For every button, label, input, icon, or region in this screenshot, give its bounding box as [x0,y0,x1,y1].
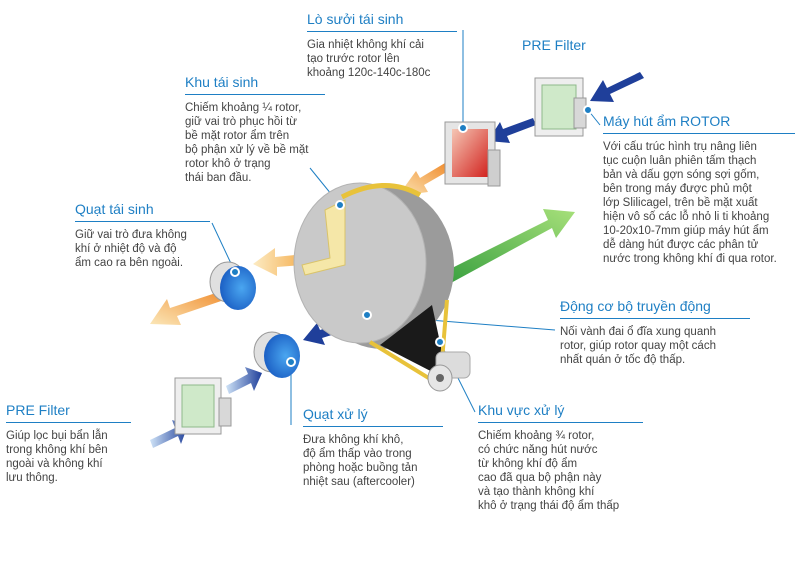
filter-to-fan-arrow [226,367,262,394]
regen-fan-title: Quạt tái sinh [75,201,154,217]
pre-filter-left-rule [6,422,131,423]
regen-fan-annotation: Quạt tái sinh Giữ vai trò đưa không khí … [75,200,210,270]
pre-filter-top-unit [534,77,587,137]
process-zone-body: Chiếm khoảng ¾ rotor, có chức năng hút n… [478,430,620,512]
regen-heater [444,121,501,187]
process-fan-body: Đưa không khí khô, độ ẩm thấp vào trong … [303,434,418,488]
pre-filter-left-annotation: PRE Filter Giúp lọc bụi bẩn lẫn trong kh… [6,401,131,485]
rotor-annotation: Máy hút ẩm ROTOR Với cấu trúc hình trụ n… [603,112,795,266]
regen-zone-annotation: Khu tái sinh Chiếm khoảng ¼ rotor, giữ v… [185,73,325,185]
process-fan-title: Quạt xử lý [303,406,368,422]
heater-annotation: Lò sưởi tái sinh Gia nhiệt không khí cải… [307,10,457,80]
heater-rule [307,31,457,32]
process-fan-unit [253,331,300,378]
regen-zone-title: Khu tái sinh [185,74,259,90]
filter-to-heater-arrow [488,118,536,143]
rotor-body: Với cấu trúc hình trụ nâng liên tục cuộn… [603,141,777,265]
heater-title: Lò sưởi tái sinh [307,11,404,27]
process-fan-rule [303,426,443,427]
regen-fan-body: Giữ vai trò đưa không khí ở nhiệt độ và … [75,229,187,269]
process-zone-rule [478,422,643,423]
pre-filter-left-unit [174,377,232,435]
intake-arrow-top [590,72,644,102]
motor-rule [560,318,750,319]
motor-body: Nối vành đai ổ đĩa xung quanh rotor, giú… [560,326,717,366]
heater-body: Gia nhiệt không khí cải tạo trước rotor … [307,39,431,79]
pre-filter-left-body: Giúp lọc bụi bẩn lẫn trong không khí bên… [6,430,108,484]
pre-filter-top-annotation: PRE Filter [522,36,586,54]
regen-fan-rule [75,221,210,222]
rotor-wheel [293,182,454,349]
pre-filter-left-title: PRE Filter [6,402,70,418]
dry-air-arrow [432,209,575,290]
regen-zone-body: Chiếm khoảng ¼ rotor, giữ vai trò phục h… [185,102,309,184]
process-zone-title: Khu vực xử lý [478,402,565,418]
motor-title: Động cơ bộ truyền động [560,298,711,314]
marker-dots [230,105,593,367]
regen-fan-exhaust-arrow [150,290,230,325]
rotor-title: Máy hút ẩm ROTOR [603,113,731,129]
drive-motor [427,351,471,392]
pre-filter-top-title: PRE Filter [522,37,586,53]
process-zone-annotation: Khu vực xử lý Chiếm khoảng ¾ rotor, có c… [478,401,643,513]
rotor-rule [603,133,795,134]
regen-zone-rule [185,94,325,95]
motor-annotation: Động cơ bộ truyền động Nối vành đai ổ đĩ… [560,297,750,367]
heated-air-arrow [398,163,450,196]
process-fan-annotation: Quạt xử lý Đưa không khí khô, độ ẩm thấp… [303,405,443,489]
